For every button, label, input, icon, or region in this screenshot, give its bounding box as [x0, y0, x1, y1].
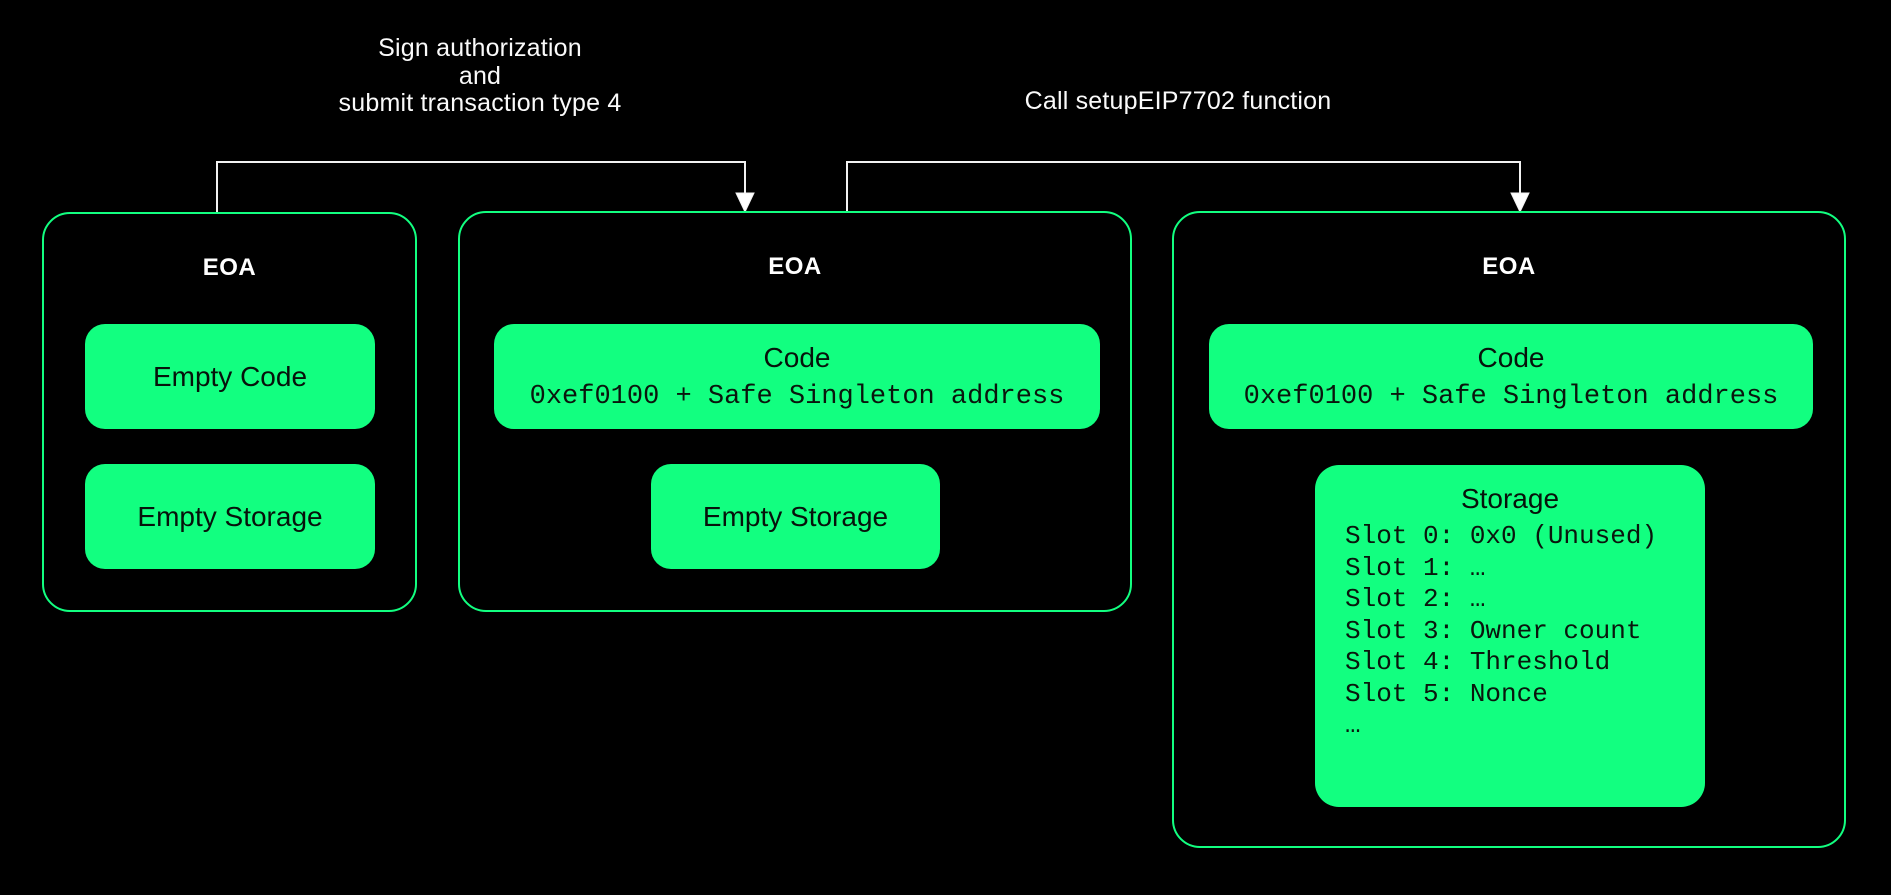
arrow-sign-submit-line — [216, 161, 746, 212]
eoa-box-right-title: EOA — [1482, 253, 1536, 280]
arrow-label-sign-submit: Sign authorization and submit transactio… — [200, 34, 760, 118]
arrow-label-line: submit transaction type 4 — [338, 89, 622, 117]
storage-chip: Storage Slot 0: 0x0 (Unused) Slot 1: … S… — [1315, 465, 1705, 807]
empty-storage-chip: Empty Storage — [85, 464, 375, 569]
storage-slot: Slot 3: Owner count — [1345, 615, 1642, 646]
arrow-sign-submit-head — [735, 192, 755, 214]
eoa-box-left: EOA Empty Code Empty Storage — [42, 212, 417, 612]
empty-storage-chip: Empty Storage — [651, 464, 940, 569]
code-chip: Code 0xef0100 + Safe Singleton address — [1209, 324, 1813, 429]
storage-slot: Slot 2: … — [1345, 584, 1486, 614]
code-chip: Code 0xef0100 + Safe Singleton address — [494, 324, 1100, 429]
chip-title: Code — [1477, 341, 1545, 373]
eoa-box-left-title: EOA — [202, 254, 257, 281]
eoa-box-right: EOA Code 0xef0100 + Safe Singleton addre… — [1172, 211, 1846, 848]
chip-title: Empty Storage — [137, 500, 323, 532]
storage-slot: … — [1345, 710, 1361, 740]
empty-code-chip: Empty Code — [85, 324, 375, 429]
chip-title: Storage — [1460, 483, 1560, 514]
storage-slot-list: Slot 0: 0x0 (Unused) Slot 1: … Slot 2: …… — [1315, 521, 1705, 742]
chip-code-value: 0xef0100 + Safe Singleton address — [529, 381, 1065, 412]
arrow-label-line: and — [458, 61, 502, 90]
storage-slot: Slot 0: 0x0 (Unused) — [1345, 521, 1658, 551]
arrow-label-call-setup: Call setupEIP7702 function — [898, 87, 1458, 116]
chip-title: Empty Storage — [702, 500, 889, 532]
eoa-box-middle: EOA Code 0xef0100 + Safe Singleton addre… — [458, 211, 1132, 612]
chip-title: Code — [763, 341, 831, 373]
arrow-label-line: Sign authorization — [378, 34, 582, 62]
storage-slot: Slot 1: … — [1345, 552, 1486, 583]
chip-code-value: 0xef0100 + Safe Singleton address — [1243, 381, 1779, 412]
storage-slot: Slot 4: Threshold — [1345, 647, 1611, 677]
chip-title: Empty Code — [152, 360, 308, 392]
arrow-label-line: Call setupEIP7702 function — [1024, 87, 1332, 115]
storage-slot: Slot 5: Nonce — [1345, 678, 1548, 709]
arrow-call-setup-head — [1510, 192, 1530, 214]
arrow-call-setup-line — [846, 161, 1521, 211]
eoa-box-middle-title: EOA — [768, 253, 822, 280]
